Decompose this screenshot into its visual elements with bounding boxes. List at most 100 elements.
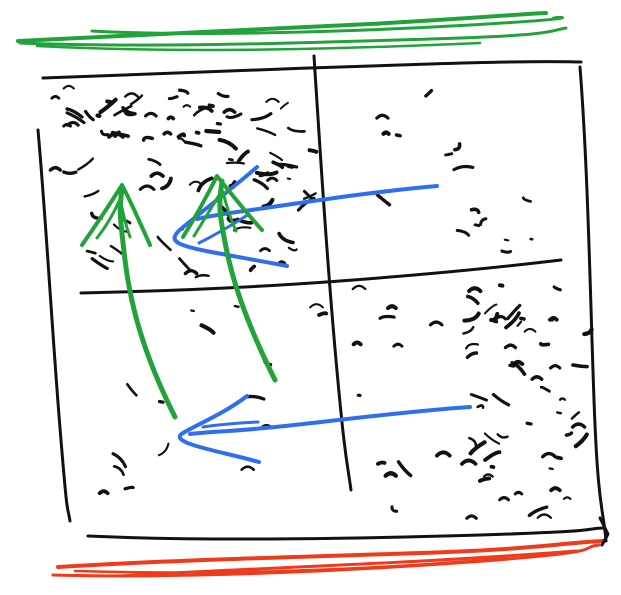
scribble-mark xyxy=(110,130,131,138)
scribble-mark xyxy=(65,107,84,119)
scribble-mark xyxy=(85,249,97,255)
scribble-mark xyxy=(570,411,581,420)
scribble-mark xyxy=(248,264,257,273)
scribble-mark xyxy=(309,303,324,309)
frame-left-edge xyxy=(36,128,72,523)
scribble-mark xyxy=(555,455,563,461)
scribble-mark xyxy=(225,161,246,165)
scribble-mark xyxy=(506,303,522,321)
scribble-mark xyxy=(105,99,113,104)
scribble-mark xyxy=(176,132,187,139)
scribble-mark xyxy=(539,342,551,347)
outer-frame xyxy=(36,60,610,547)
green-arrows xyxy=(80,174,278,420)
scribble-mark xyxy=(269,151,284,162)
scribble-mark xyxy=(469,207,481,215)
scribble-mark xyxy=(479,217,488,227)
scribble-mark xyxy=(558,397,567,401)
scribble-mark xyxy=(541,451,557,459)
scribble-mark xyxy=(183,268,199,276)
scribble-mark xyxy=(484,303,498,315)
scribble-mark xyxy=(513,490,524,496)
scribble-mark xyxy=(453,142,462,152)
scribble-mark xyxy=(199,323,216,335)
scribble-mark xyxy=(182,104,192,108)
scribble-mark xyxy=(351,284,367,291)
scribble-mark xyxy=(386,304,398,311)
scribble-mark xyxy=(287,246,298,252)
scribble-mark xyxy=(99,129,109,137)
scribble-mark xyxy=(98,254,115,263)
bottom-red-bar xyxy=(51,539,605,578)
scribble-mark xyxy=(396,460,413,478)
grid-horizontal-divider xyxy=(79,258,563,295)
scribble-mark xyxy=(228,157,234,162)
scribble-mark xyxy=(204,128,222,135)
scribble-mark xyxy=(469,393,488,402)
scribble-mark xyxy=(196,176,214,193)
scribble-mark xyxy=(556,411,562,415)
quadrant-bottom-left-marks xyxy=(97,303,329,496)
scribble-mark xyxy=(121,106,135,115)
scribble-mark xyxy=(468,436,478,448)
top-green-stroke-4 xyxy=(35,41,482,52)
scribble-mark xyxy=(286,126,306,133)
scribble-mark xyxy=(197,105,214,113)
scribble-mark xyxy=(394,133,402,138)
scribble-mark xyxy=(184,140,203,148)
scribble-mark xyxy=(123,485,135,491)
scribble-mark xyxy=(48,165,62,172)
scribble-mark xyxy=(510,361,527,376)
scribble-mark xyxy=(435,450,452,458)
blue-arrow-bottom-head xyxy=(178,394,261,464)
scribble-mark xyxy=(147,157,162,166)
scribble-mark xyxy=(468,440,487,456)
scribble-mark xyxy=(190,309,195,313)
scribble-mark xyxy=(277,231,295,245)
scribble-mark xyxy=(177,137,186,143)
scribble-mark xyxy=(503,343,518,350)
scribble-mark xyxy=(149,171,165,178)
scribble-mark xyxy=(225,112,243,120)
scribble-mark xyxy=(494,315,508,321)
scribble-mark xyxy=(111,452,128,469)
scribble-mark xyxy=(286,164,294,169)
frame-corner-mark xyxy=(598,516,610,547)
scribble-mark xyxy=(465,351,479,360)
scribble-mark xyxy=(222,107,237,114)
scribble-mark xyxy=(156,235,172,252)
scribble-mark xyxy=(562,496,572,500)
scribble-mark xyxy=(523,327,537,333)
green-arrow-right-head xyxy=(181,174,264,239)
scribble-mark xyxy=(376,460,387,466)
scribble-mark xyxy=(157,399,165,404)
scribble-mark xyxy=(390,505,399,513)
scribble-mark xyxy=(255,170,279,177)
scribble-mark xyxy=(504,311,521,330)
scribble-mark xyxy=(50,95,61,100)
green-arrow-left-head xyxy=(80,183,152,247)
scribble-mark xyxy=(521,196,532,203)
quadrant-bottom-right-marks xyxy=(351,283,594,520)
blue-arrow-top-head xyxy=(172,165,289,268)
scribble-mark xyxy=(162,130,173,136)
top-green-stroke-1 xyxy=(16,11,548,43)
top-green-stroke-2 xyxy=(90,15,564,35)
scribble-mark xyxy=(113,104,133,117)
scribble-mark xyxy=(271,160,285,170)
scribble-mark xyxy=(233,304,240,308)
scribble-mark xyxy=(570,422,587,429)
scribble-mark xyxy=(428,320,444,327)
green-arrow-right-detail-2 xyxy=(221,190,238,233)
scribble-mark xyxy=(465,514,478,520)
scribble-mark xyxy=(527,505,549,518)
scribble-mark xyxy=(266,176,279,182)
scribble-mark xyxy=(178,88,190,95)
scribble-mark xyxy=(464,342,480,350)
green-arrow-right-detail-1 xyxy=(192,190,223,238)
quadrant-grid xyxy=(79,54,563,492)
top-green-bar xyxy=(16,11,568,52)
scribble-mark xyxy=(83,189,100,198)
